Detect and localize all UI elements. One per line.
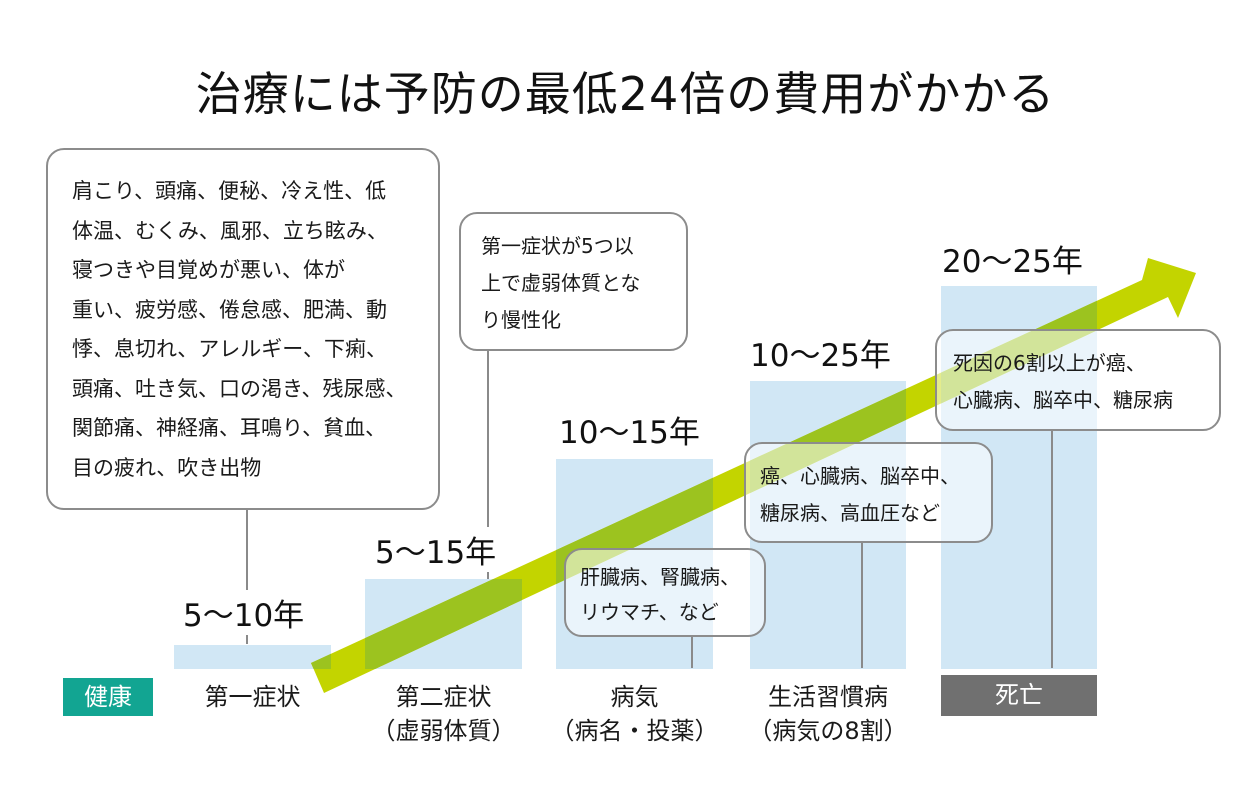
callout-line: 肝臓病、腎臓病、 bbox=[580, 565, 740, 589]
callout-line: 重い、疲労感、倦怠感、肥満、動 bbox=[72, 297, 387, 322]
callout-line: リウマチ、など bbox=[580, 600, 719, 624]
years-first-symptom: 5〜10年 bbox=[181, 590, 307, 635]
years-disease: 10〜15年 bbox=[557, 407, 702, 452]
stage-label-line2: （病名・投薬） bbox=[550, 717, 719, 745]
callout-line: 関節痛、神経痛、耳鳴り、貧血、 bbox=[72, 416, 387, 440]
callout-line: 目の疲れ、吹き出物 bbox=[72, 455, 262, 480]
stage-label-line1: 第二症状 bbox=[395, 683, 492, 711]
health-badge: 健康 bbox=[63, 678, 153, 716]
callout-first-symptom: 肩こり、頭痛、便秘、冷え性、低 体温、むくみ、風邪、立ち眩み、 寝つきや目覚めが… bbox=[46, 148, 440, 510]
stage-label-lifestyle-disease: 生活習慣病 （病気の8割） bbox=[726, 680, 930, 748]
connector-disease bbox=[691, 636, 693, 668]
callout-line: 糖尿病、高血圧など bbox=[760, 501, 940, 525]
stage-label-first-symptom: 第一症状 bbox=[174, 680, 331, 714]
connector-death bbox=[1051, 430, 1053, 668]
callout-disease: 肝臓病、腎臓病、 リウマチ、など bbox=[564, 548, 766, 637]
callout-line: 体温、むくみ、風邪、立ち眩み、 bbox=[72, 218, 388, 243]
years-second-symptom: 5〜15年 bbox=[373, 527, 499, 572]
callout-line: 頭痛、吐き気、口の渇き、残尿感、 bbox=[72, 376, 407, 401]
callout-second-symptom: 第一症状が5つ以 上で虚弱体質とな り慢性化 bbox=[459, 212, 688, 351]
years-death: 20〜25年 bbox=[940, 236, 1085, 281]
callout-line: 癌、心臓病、脳卒中、 bbox=[760, 464, 960, 488]
death-badge: 死亡 bbox=[941, 675, 1097, 716]
callout-line: 第一症状が5つ以 bbox=[481, 234, 634, 258]
callout-line: 悸、息切れ、アレルギー、下痢、 bbox=[72, 337, 387, 361]
connector-first-symptom bbox=[246, 508, 248, 644]
years-lifestyle-disease: 10〜25年 bbox=[748, 330, 893, 375]
stage-label-disease: 病気 （病名・投薬） bbox=[534, 680, 735, 748]
callout-lifestyle-disease: 癌、心臓病、脳卒中、 糖尿病、高血圧など bbox=[744, 442, 993, 543]
callout-line: 死因の6割以上が癌、 bbox=[953, 351, 1146, 375]
diagram-title: 治療には予防の最低24倍の費用がかかる bbox=[195, 67, 1056, 121]
callout-line: 寝つきや目覚めが悪い、体が bbox=[72, 258, 345, 282]
callout-line: 上で虚弱体質とな bbox=[481, 271, 641, 295]
callout-line: り慢性化 bbox=[481, 308, 561, 332]
stage-label-second-symptom: 第二症状 （虚弱体質） bbox=[345, 680, 542, 748]
callout-line: 肩こり、頭痛、便秘、冷え性、低 bbox=[72, 179, 387, 203]
stage-label-line1: 生活習慣病 bbox=[768, 683, 888, 711]
callout-death: 死因の6割以上が癌、 心臓病、脳卒中、糖尿病 bbox=[935, 329, 1221, 431]
stage-label-line2: （病気の8割） bbox=[748, 717, 908, 745]
bar-first-symptom bbox=[174, 645, 331, 669]
stage-label-line1: 病気 bbox=[610, 683, 659, 711]
callout-line: 心臓病、脳卒中、糖尿病 bbox=[953, 388, 1173, 412]
bar-second-symptom bbox=[365, 579, 522, 669]
stage-label-line1: 第一症状 bbox=[204, 683, 301, 711]
stage-label-line2: （虚弱体質） bbox=[371, 717, 516, 745]
connector-lifestyle-disease bbox=[861, 543, 863, 668]
